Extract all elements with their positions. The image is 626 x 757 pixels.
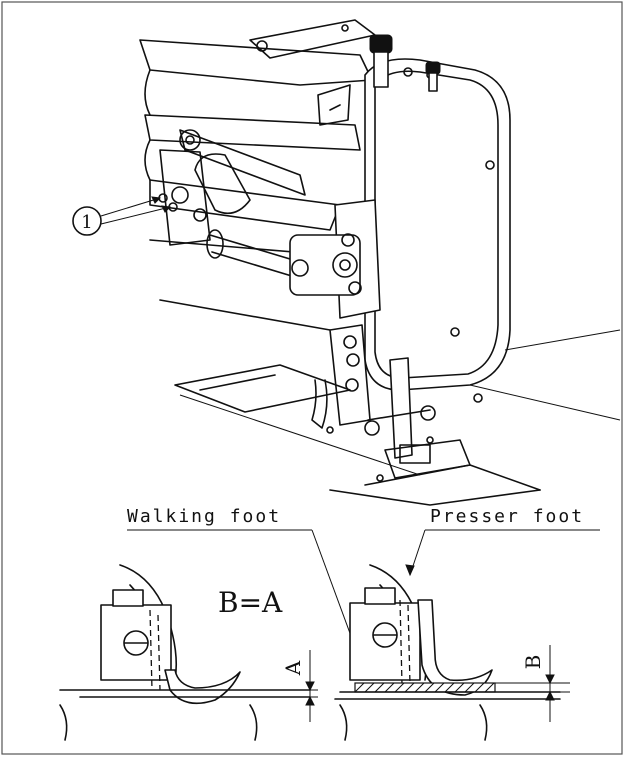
callout-leader-1: [100, 197, 161, 217]
dimension-a: A: [245, 650, 318, 722]
walking-foot-label: Walking foot: [127, 506, 281, 527]
callout-leader-2: [100, 206, 171, 225]
right-foot-detail: [334, 564, 561, 741]
presser-foot-label: Presser foot: [430, 506, 584, 527]
callout-1: 1: [72, 196, 172, 236]
dimension-b: B: [495, 645, 570, 722]
left-foot-detail: [59, 564, 311, 741]
dimension-a-label: A: [281, 660, 305, 676]
callout-circle: [72, 206, 102, 236]
callout-number: 1: [81, 212, 92, 233]
equation-label: B=A: [218, 586, 283, 619]
machine-head-illustration: [139, 19, 621, 506]
dimension-b-label: B: [521, 655, 545, 670]
